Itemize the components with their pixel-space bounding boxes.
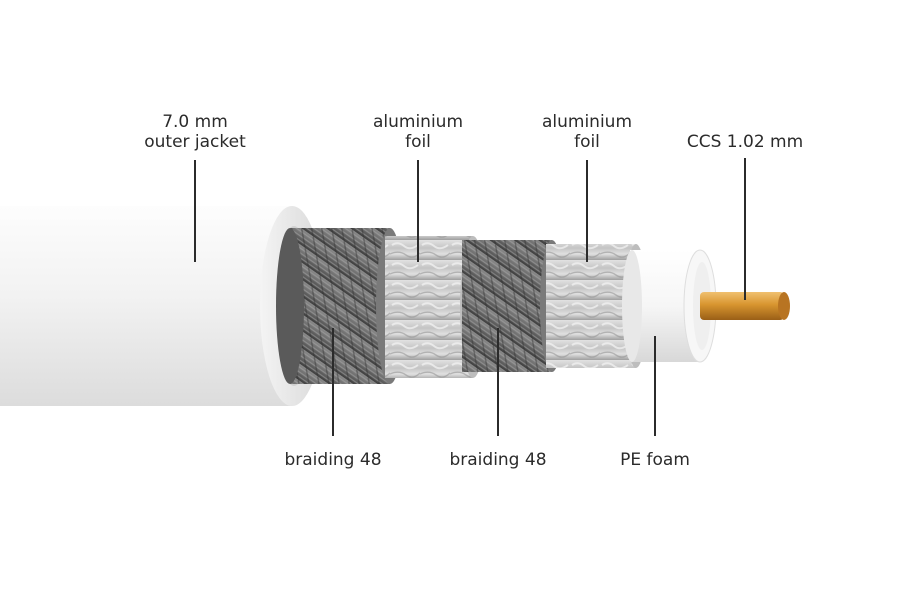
label-braiding-2: braiding 48	[449, 450, 546, 470]
label-pe-foam: PE foam	[620, 450, 690, 470]
label-foil-1-line2: foil	[405, 132, 431, 152]
leader-lines	[194, 158, 746, 436]
label-outer-jacket: 7.0 mm outer jacket	[144, 112, 246, 152]
label-braiding-1: braiding 48	[284, 450, 381, 470]
label-foil-2: aluminium foil	[542, 112, 632, 152]
label-conductor: CCS 1.02 mm	[687, 132, 803, 152]
label-braiding-2-line1: braiding 48	[449, 450, 547, 470]
ccs-conductor-shape	[700, 292, 790, 320]
braiding-1-shape	[276, 228, 404, 384]
outer-jacket-shape	[0, 206, 324, 406]
label-foil-2-line1: aluminium	[541, 112, 633, 132]
label-foil-1-line1: aluminium	[372, 112, 464, 132]
label-conductor-line1: CCS 1.02 mm	[686, 132, 804, 152]
label-outer-jacket-line1: 7.0 mm	[162, 112, 228, 132]
label-pe-foam-line1: PE foam	[620, 450, 690, 470]
pe-foam-shape	[622, 249, 717, 363]
label-outer-jacket-line2: outer jacket	[144, 132, 246, 152]
label-braiding-1-line1: braiding 48	[284, 450, 382, 470]
label-foil-1: aluminium foil	[373, 112, 463, 152]
label-foil-2-line2: foil	[574, 132, 600, 152]
